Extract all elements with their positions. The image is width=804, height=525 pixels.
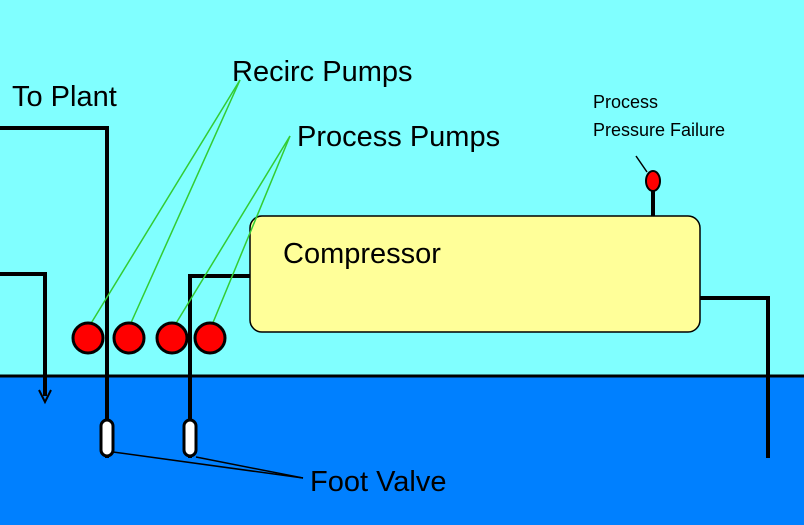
recirc-leader-2 [129,79,241,326]
return-pipe [0,272,47,396]
pressure-failure-label-line1: Process [593,92,658,112]
foot-valve-label: Foot Valve [310,466,446,498]
foot-valve-1-icon [99,418,115,458]
pressure-failure-label-line2: Pressure Failure [593,120,725,140]
process-leader-2 [211,135,291,326]
foot-valves [99,418,198,458]
sensor-leader-line [635,155,648,173]
process-pump-2-icon [193,321,227,355]
process-pump-1-icon [155,321,189,355]
process-pump-pipe [188,274,252,458]
recirc-pumps-label: Recirc Pumps [232,56,413,88]
foot-valve-leader-1 [112,451,304,479]
recirc-pump-1-icon [71,321,105,355]
return-arrow-icon [38,389,52,405]
foot-valve-leaders [112,451,304,479]
recirc-pump-2-icon [112,321,146,355]
recirc-leader-1 [89,79,241,326]
process-pumps-label: Process Pumps [297,121,500,153]
foot-valve-leader-2 [195,456,304,479]
pipes [0,126,770,458]
compressor-label: Compressor [283,238,441,270]
pumps [71,321,227,355]
compressor-outlet-pipe [700,296,770,458]
process-leader-1 [174,135,291,326]
water-region [0,376,804,525]
foot-valve-2-icon [182,418,198,458]
to-plant-label: To Plant [12,81,117,113]
to-plant-pipe [0,126,109,458]
pump-leaders [89,79,291,326]
pressure-sensor-icon [645,170,661,192]
compressor-tank [249,215,701,333]
